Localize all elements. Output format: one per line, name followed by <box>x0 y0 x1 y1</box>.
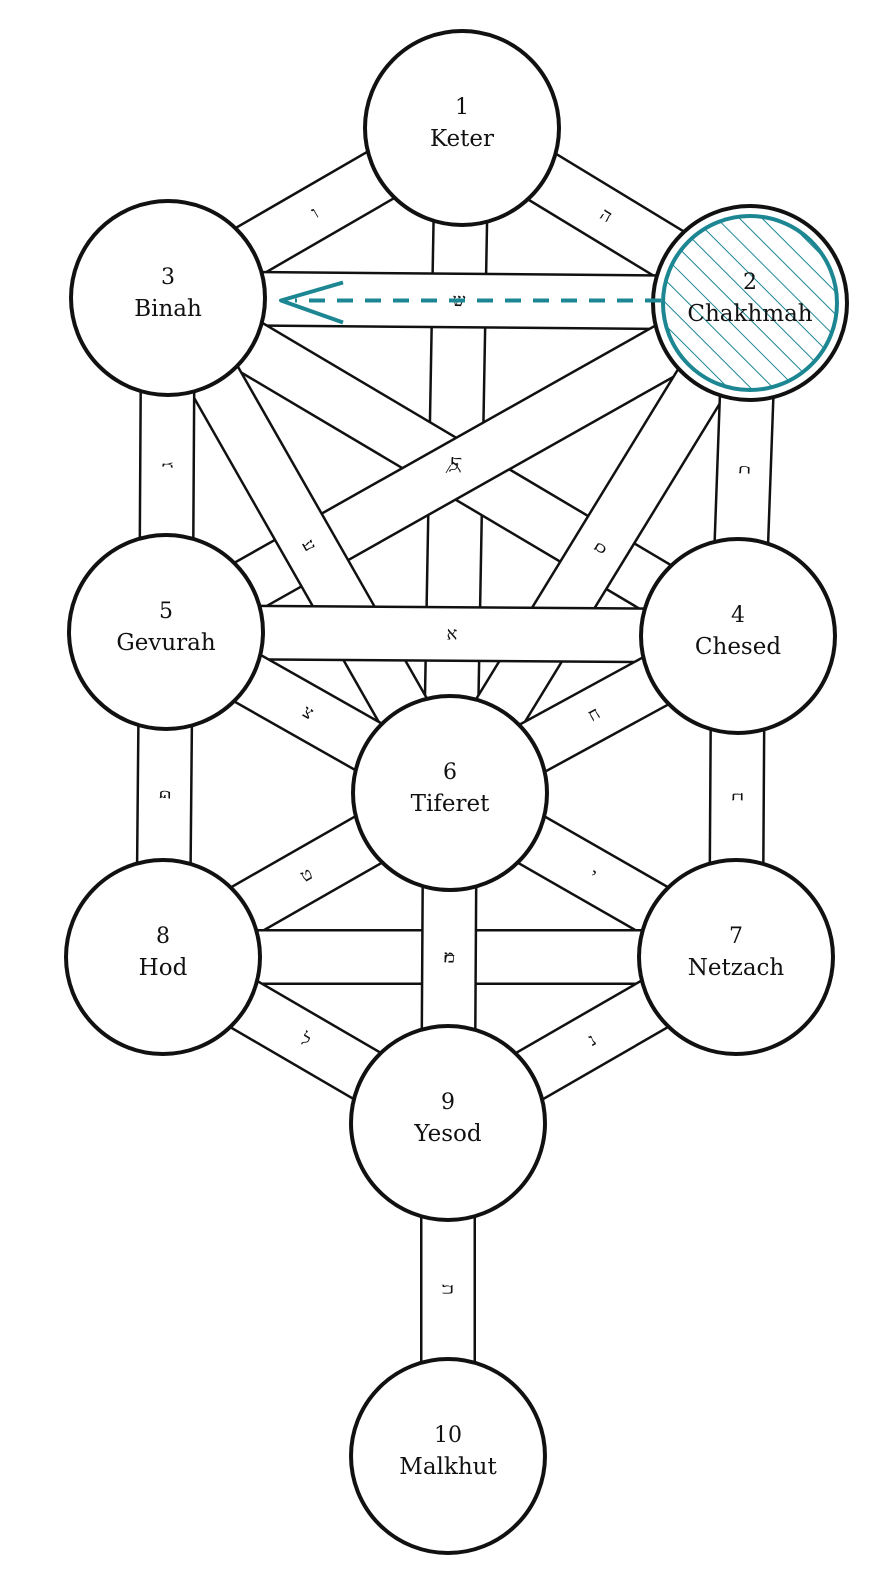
arrow-layer <box>279 280 661 325</box>
sefirah-name: Malkhut <box>399 1454 497 1480</box>
sefirah-number: 7 <box>729 924 743 949</box>
path-letter: כ <box>733 465 754 475</box>
sefirah-circle <box>351 694 549 892</box>
sefirah-name: Hod <box>139 955 188 981</box>
path-letter: ת <box>438 1284 459 1295</box>
sefirah-name: Keter <box>430 126 494 152</box>
sefirah-name: Yesod <box>413 1121 481 1147</box>
sefirah-number: 6 <box>443 760 457 785</box>
path-letter: ב <box>726 792 747 801</box>
sefirah-number: 4 <box>731 603 745 628</box>
path-letter: ג <box>156 462 177 468</box>
arrow-head <box>279 280 344 325</box>
sefirah-number: 10 <box>434 1423 462 1448</box>
sefirah-name: Tiferet <box>411 791 490 817</box>
sefirah-number: 9 <box>441 1090 455 1115</box>
sefirah-circle <box>363 29 561 227</box>
sefirah-name: Binah <box>134 296 202 322</box>
sefirah-number: 5 <box>159 599 173 624</box>
sefirah-number: 1 <box>455 95 469 120</box>
path-letter: ד <box>445 456 466 465</box>
sefirah-number: 8 <box>156 924 170 949</box>
sefirah-circle <box>67 533 265 731</box>
path-letter: א <box>447 623 458 644</box>
sefirah-number: 3 <box>161 265 175 290</box>
sefirah-circle <box>349 1357 547 1555</box>
sefirah-number: 2 <box>743 270 757 295</box>
sefirah-circle <box>69 199 267 397</box>
path-letter: ר <box>438 954 459 963</box>
sefirah-name: Netzach <box>688 955 785 981</box>
highlight-hatch <box>661 214 839 392</box>
path-chakhmah-gevurah <box>152 278 764 657</box>
path-letter: מ <box>444 947 455 968</box>
sefirah-name: Chesed <box>695 634 781 660</box>
sefirah-circle <box>639 537 837 735</box>
sefirah-name: Gevurah <box>116 630 215 656</box>
sefirah-circle <box>349 1024 547 1222</box>
sefirah-circle <box>64 858 262 1056</box>
path-letter: פ <box>154 790 175 800</box>
sefirah-circle <box>637 858 835 1056</box>
sefirah-name: Chakhmah <box>687 301 812 327</box>
